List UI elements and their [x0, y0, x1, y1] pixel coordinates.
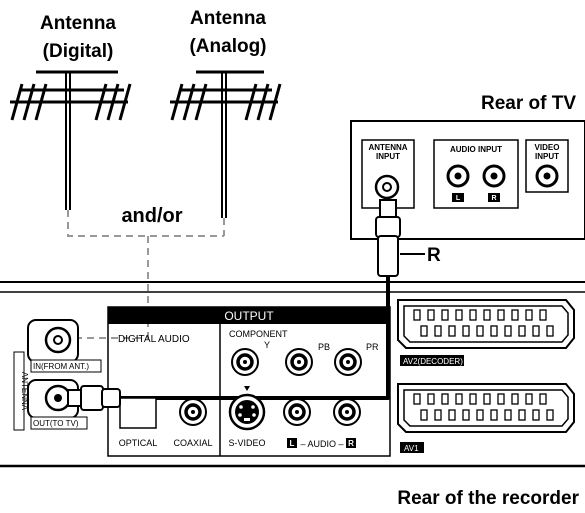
recorder-rf-plug-icon [67, 385, 121, 411]
rear-of-recorder-title: Rear of the recorder [397, 488, 579, 509]
component-pr-label: PR [366, 342, 379, 352]
tv-antenna-jack-icon [374, 174, 400, 200]
antenna-dashed-leads [67, 210, 225, 339]
tv-video-input-label-2: INPUT [535, 152, 559, 161]
tv-rf-cable-plug-icon [375, 199, 401, 277]
antenna-digital-title-1: Antenna [40, 13, 116, 34]
audio-out-l-badge: L [290, 439, 295, 448]
audio-out-r-badge: R [348, 439, 354, 448]
s-video-label: S-VIDEO [228, 438, 265, 448]
tv-video-input-label-1: VIDEO [535, 143, 560, 152]
av2-scart-icon [397, 299, 575, 366]
coaxial-jack-icon [179, 398, 207, 426]
tv-audio-l-badge: L [456, 195, 461, 202]
audio-out-jacks: L – AUDIO – R [283, 398, 361, 449]
av1-scart-icon [397, 383, 575, 453]
digital-audio-label: DIGITAL AUDIO [118, 334, 190, 345]
antenna-analog-icon [170, 70, 282, 218]
s-video-jack-icon [228, 386, 266, 431]
tv-audio-r-badge: R [491, 195, 496, 202]
output-header-label: OUTPUT [224, 309, 274, 323]
and-or-label: and/or [121, 205, 182, 227]
av2-label: AV2(DECODER) [403, 357, 463, 366]
audio-out-label: – AUDIO – [300, 439, 343, 449]
antenna-analog-title-2: (Analog) [189, 36, 266, 57]
out-to-tv-label: OUT(TO TV) [33, 419, 79, 428]
rear-of-tv-title: Rear of TV [481, 93, 576, 114]
recorder-body [0, 281, 585, 468]
tv-audio-input-label: AUDIO INPUT [450, 145, 502, 154]
coaxial-label: COAXIAL [173, 438, 212, 448]
tv-antenna-input-label-2: INPUT [376, 152, 400, 161]
optical-port-icon [119, 397, 157, 429]
optical-label: OPTICAL [119, 438, 158, 448]
component-pb-label: PB [318, 342, 330, 352]
antenna-digital-icon [10, 70, 132, 210]
antenna-in-jack-icon [44, 326, 72, 354]
component-label: COMPONENT [229, 329, 288, 339]
tv-antenna-input-label-1: ANTENNA [368, 143, 407, 152]
recorder-antenna-section: IN(FROM ANT.) OUT(TO TV) ANTENNA [13, 319, 102, 431]
in-from-ant-label: IN(FROM ANT.) [33, 362, 89, 371]
cable-r-label: R [427, 245, 441, 266]
tv-video-input: VIDEO INPUT [525, 139, 569, 193]
component-jacks: Y PB PR [231, 340, 379, 376]
antenna-side-label: ANTENNA [20, 372, 29, 411]
tv-audio-input: AUDIO INPUT L R [433, 139, 519, 209]
antenna-analog-title-1: Antenna [190, 8, 266, 29]
component-y-label: Y [264, 340, 270, 350]
output-header-bar [108, 307, 390, 324]
av1-label: AV1 [404, 444, 419, 453]
antenna-digital-title-2: (Digital) [43, 41, 114, 62]
